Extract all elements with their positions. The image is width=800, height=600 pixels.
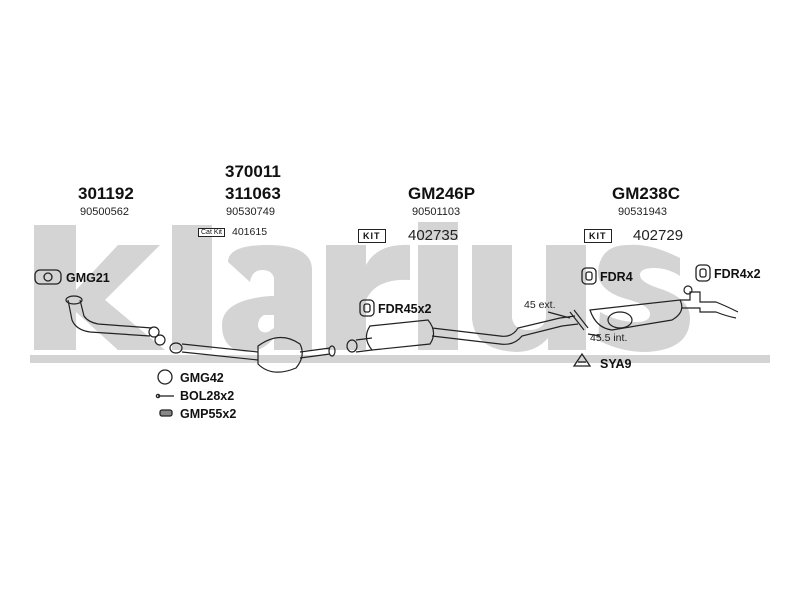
oe-number-90501103: 90501103	[412, 206, 461, 218]
clamp-gmp55x2-icon	[159, 409, 173, 417]
kit-badge-gm246p: KIT	[358, 229, 386, 243]
hanger-fdr4x2-icon	[695, 264, 711, 282]
label-bol28x2: BOL28x2	[180, 389, 235, 403]
note-45-5-int: 45.5 int.	[590, 332, 628, 344]
part-number-gm238c: GM238C	[612, 184, 681, 203]
centre-silencer	[346, 317, 563, 353]
cat-kit-badge: Cat Kit	[198, 228, 226, 237]
part-number-311063: 311063	[225, 184, 281, 203]
oe-number-90530749: 90530749	[226, 206, 275, 218]
note-45-ext: 45 ext.	[524, 299, 556, 311]
front-downpipe	[65, 295, 166, 346]
label-fdr4: FDR4	[600, 270, 633, 284]
hanger-fdr4-icon	[581, 267, 597, 285]
part-number-301192: 301192	[78, 184, 134, 203]
label-sya9: SYA9	[600, 357, 632, 371]
rear-silencer	[559, 285, 739, 331]
bolt-bol28x2-icon	[155, 393, 174, 399]
dimension-marks	[547, 309, 601, 337]
cat-kit-number: 401615	[232, 226, 268, 238]
gasket-gmg21-icon	[34, 269, 62, 285]
part-number-gm246p: GM246P	[408, 184, 476, 203]
spring-sya9-icon	[572, 352, 592, 367]
kit-badge-gm238c: KIT	[584, 229, 612, 243]
label-gmg42: GMG42	[180, 371, 224, 385]
catalyst-section	[169, 336, 336, 373]
hanger-fdr45x2-icon	[359, 299, 375, 317]
kit-number-402729: 402729	[633, 227, 684, 244]
oe-number-90500562: 90500562	[80, 206, 129, 218]
gasket-gmg42-icon	[157, 369, 173, 385]
label-fdr45x2: FDR45x2	[378, 302, 432, 316]
label-gmp55x2: GMP55x2	[180, 407, 237, 421]
watermark-baseline-bar	[30, 355, 770, 363]
part-number-370011: 370011	[225, 162, 281, 181]
kit-number-402735: 402735	[408, 227, 459, 244]
oe-number-90531943: 90531943	[618, 206, 667, 218]
label-fdr4x2: FDR4x2	[714, 267, 761, 281]
label-gmg21: GMG21	[66, 271, 110, 285]
